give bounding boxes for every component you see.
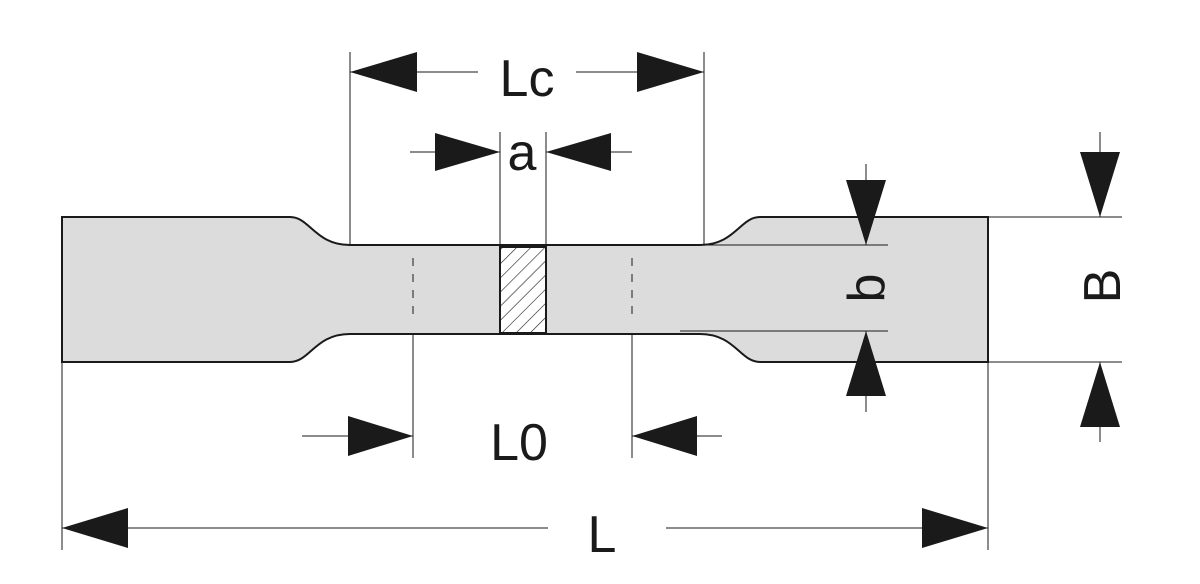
lc-arrow-right [637,52,704,92]
label-a: a [508,124,537,182]
l-arrow-right [922,508,988,548]
l0-arrow-right [632,416,697,456]
label-B: B [1074,269,1132,304]
a-arrow-right [546,133,611,171]
lc-arrow-left [350,52,417,92]
B-arrow-bottom [1080,362,1120,427]
cross-section-hatch-pattern [500,247,546,333]
l0-arrow-left [348,416,413,456]
a-arrow-left [435,133,500,171]
b-arrow-top [846,180,886,245]
l-arrow-left [62,508,128,548]
b-arrow-bottom [846,331,886,396]
label-l: L [588,506,617,564]
label-b: b [838,274,896,303]
label-l0: L0 [490,414,548,472]
B-arrow-top [1080,152,1120,217]
label-lc: Lc [500,50,555,108]
